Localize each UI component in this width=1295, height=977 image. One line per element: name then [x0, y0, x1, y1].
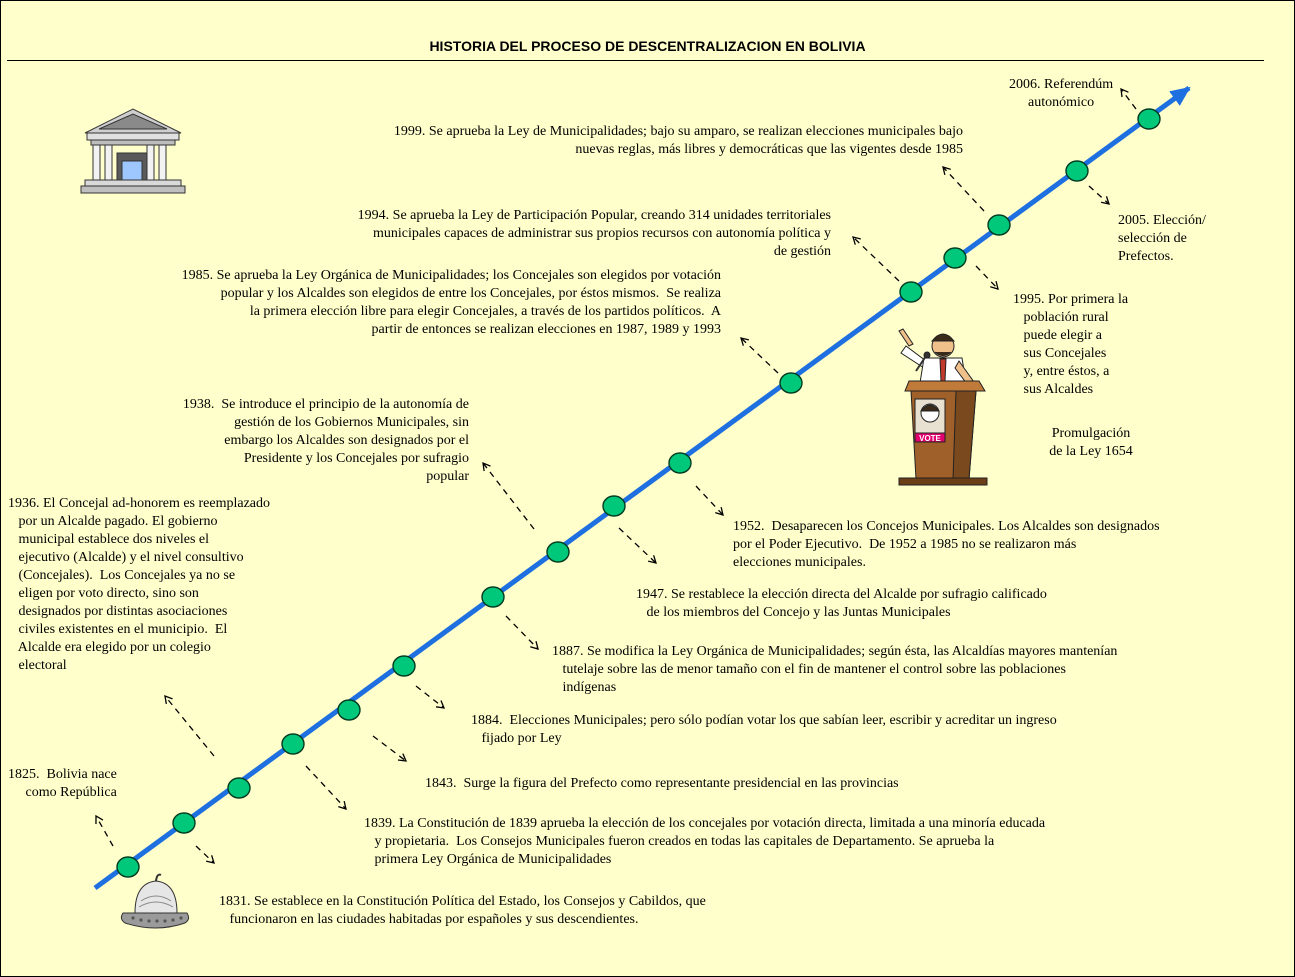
node-1938 — [546, 541, 570, 563]
node-1887 — [392, 655, 416, 677]
event-1831-label: 1831. Se establece en la Constitución Po… — [219, 894, 706, 927]
connector-1825 — [95, 814, 114, 847]
node-1839 — [227, 777, 251, 799]
node-1936 — [481, 586, 505, 608]
event-1825-label: 1825. Bolivia nace como República — [8, 767, 117, 800]
event-1887-label: 1887. Se modifica la Ley Orgánica de Mun… — [552, 644, 1118, 695]
connector-1999 — [942, 166, 985, 212]
connector-1887 — [505, 615, 539, 650]
node-1952 — [668, 452, 692, 474]
event-2006-label: 2006. Referendúm autonómico — [1009, 77, 1114, 110]
node-1995 — [943, 247, 967, 269]
node-1999 — [987, 214, 1011, 236]
event-1938-label: 1938. Se introduce el principio de la au… — [182, 397, 469, 484]
event-2005-label: 2005. Elección/ selección de Prefectos. — [1118, 213, 1206, 264]
event-1994-label: 1994. Se aprueba la Ley de Participación… — [357, 208, 831, 259]
connector-1831 — [195, 845, 215, 864]
node-1825 — [116, 856, 140, 878]
connector-1843 — [372, 735, 408, 762]
connector-2005 — [1088, 185, 1110, 205]
event-1843-label: 1843. Surge la figura del Prefecto como … — [425, 776, 899, 791]
event-1995-label: 1995. Por primera la población rural pue… — [1013, 292, 1129, 397]
connector-1839 — [305, 765, 347, 810]
connector-2006 — [1120, 87, 1137, 110]
connector-1952 — [695, 485, 724, 516]
event-1999-label: 1999. Se aprueba la Ley de Municipalidad… — [393, 124, 963, 157]
connector-1936 — [164, 694, 215, 757]
connector-1938 — [482, 461, 535, 530]
node-1994 — [899, 281, 923, 303]
government-building-icon — [80, 108, 186, 194]
vote-sign-label: VOTE — [919, 434, 941, 443]
event-1952-label: 1952. Desaparecen los Concejos Municipal… — [733, 519, 1160, 570]
node-2005 — [1065, 160, 1089, 182]
node-1985 — [779, 372, 803, 394]
node-1831 — [172, 812, 196, 834]
connector-1884 — [415, 685, 446, 709]
connector-1985 — [740, 337, 779, 374]
connector-1994 — [852, 236, 900, 282]
title-divider — [7, 60, 1264, 61]
node-1843 — [281, 733, 305, 755]
event-1936-label: 1936. El Concejal ad-honorem es reemplaz… — [8, 496, 271, 673]
page-title: HISTORIA DEL PROCESO DE DESCENTRALIZACIO… — [429, 38, 866, 54]
conquistador-helmet-icon — [120, 873, 190, 929]
speaker-podium-icon: VOTE — [898, 328, 988, 486]
event-1947-label: 1947. Se restablece la elección directa … — [636, 587, 1047, 620]
event-1985-label: 1985. Se aprueba la Ley Orgánica de Muni… — [181, 268, 721, 337]
connector-1947 — [618, 527, 657, 564]
connector-1995 — [975, 265, 999, 290]
node-2006 — [1137, 108, 1161, 130]
promulgacion-label: Promulgación de la Ley 1654 — [1049, 426, 1133, 459]
node-1947 — [602, 495, 626, 517]
event-1884-label: 1884. Elecciones Municipales; pero sólo … — [471, 713, 1057, 746]
event-1839-label: 1839. La Constitución de 1839 aprueba la… — [364, 816, 1046, 867]
node-1884 — [337, 699, 361, 721]
